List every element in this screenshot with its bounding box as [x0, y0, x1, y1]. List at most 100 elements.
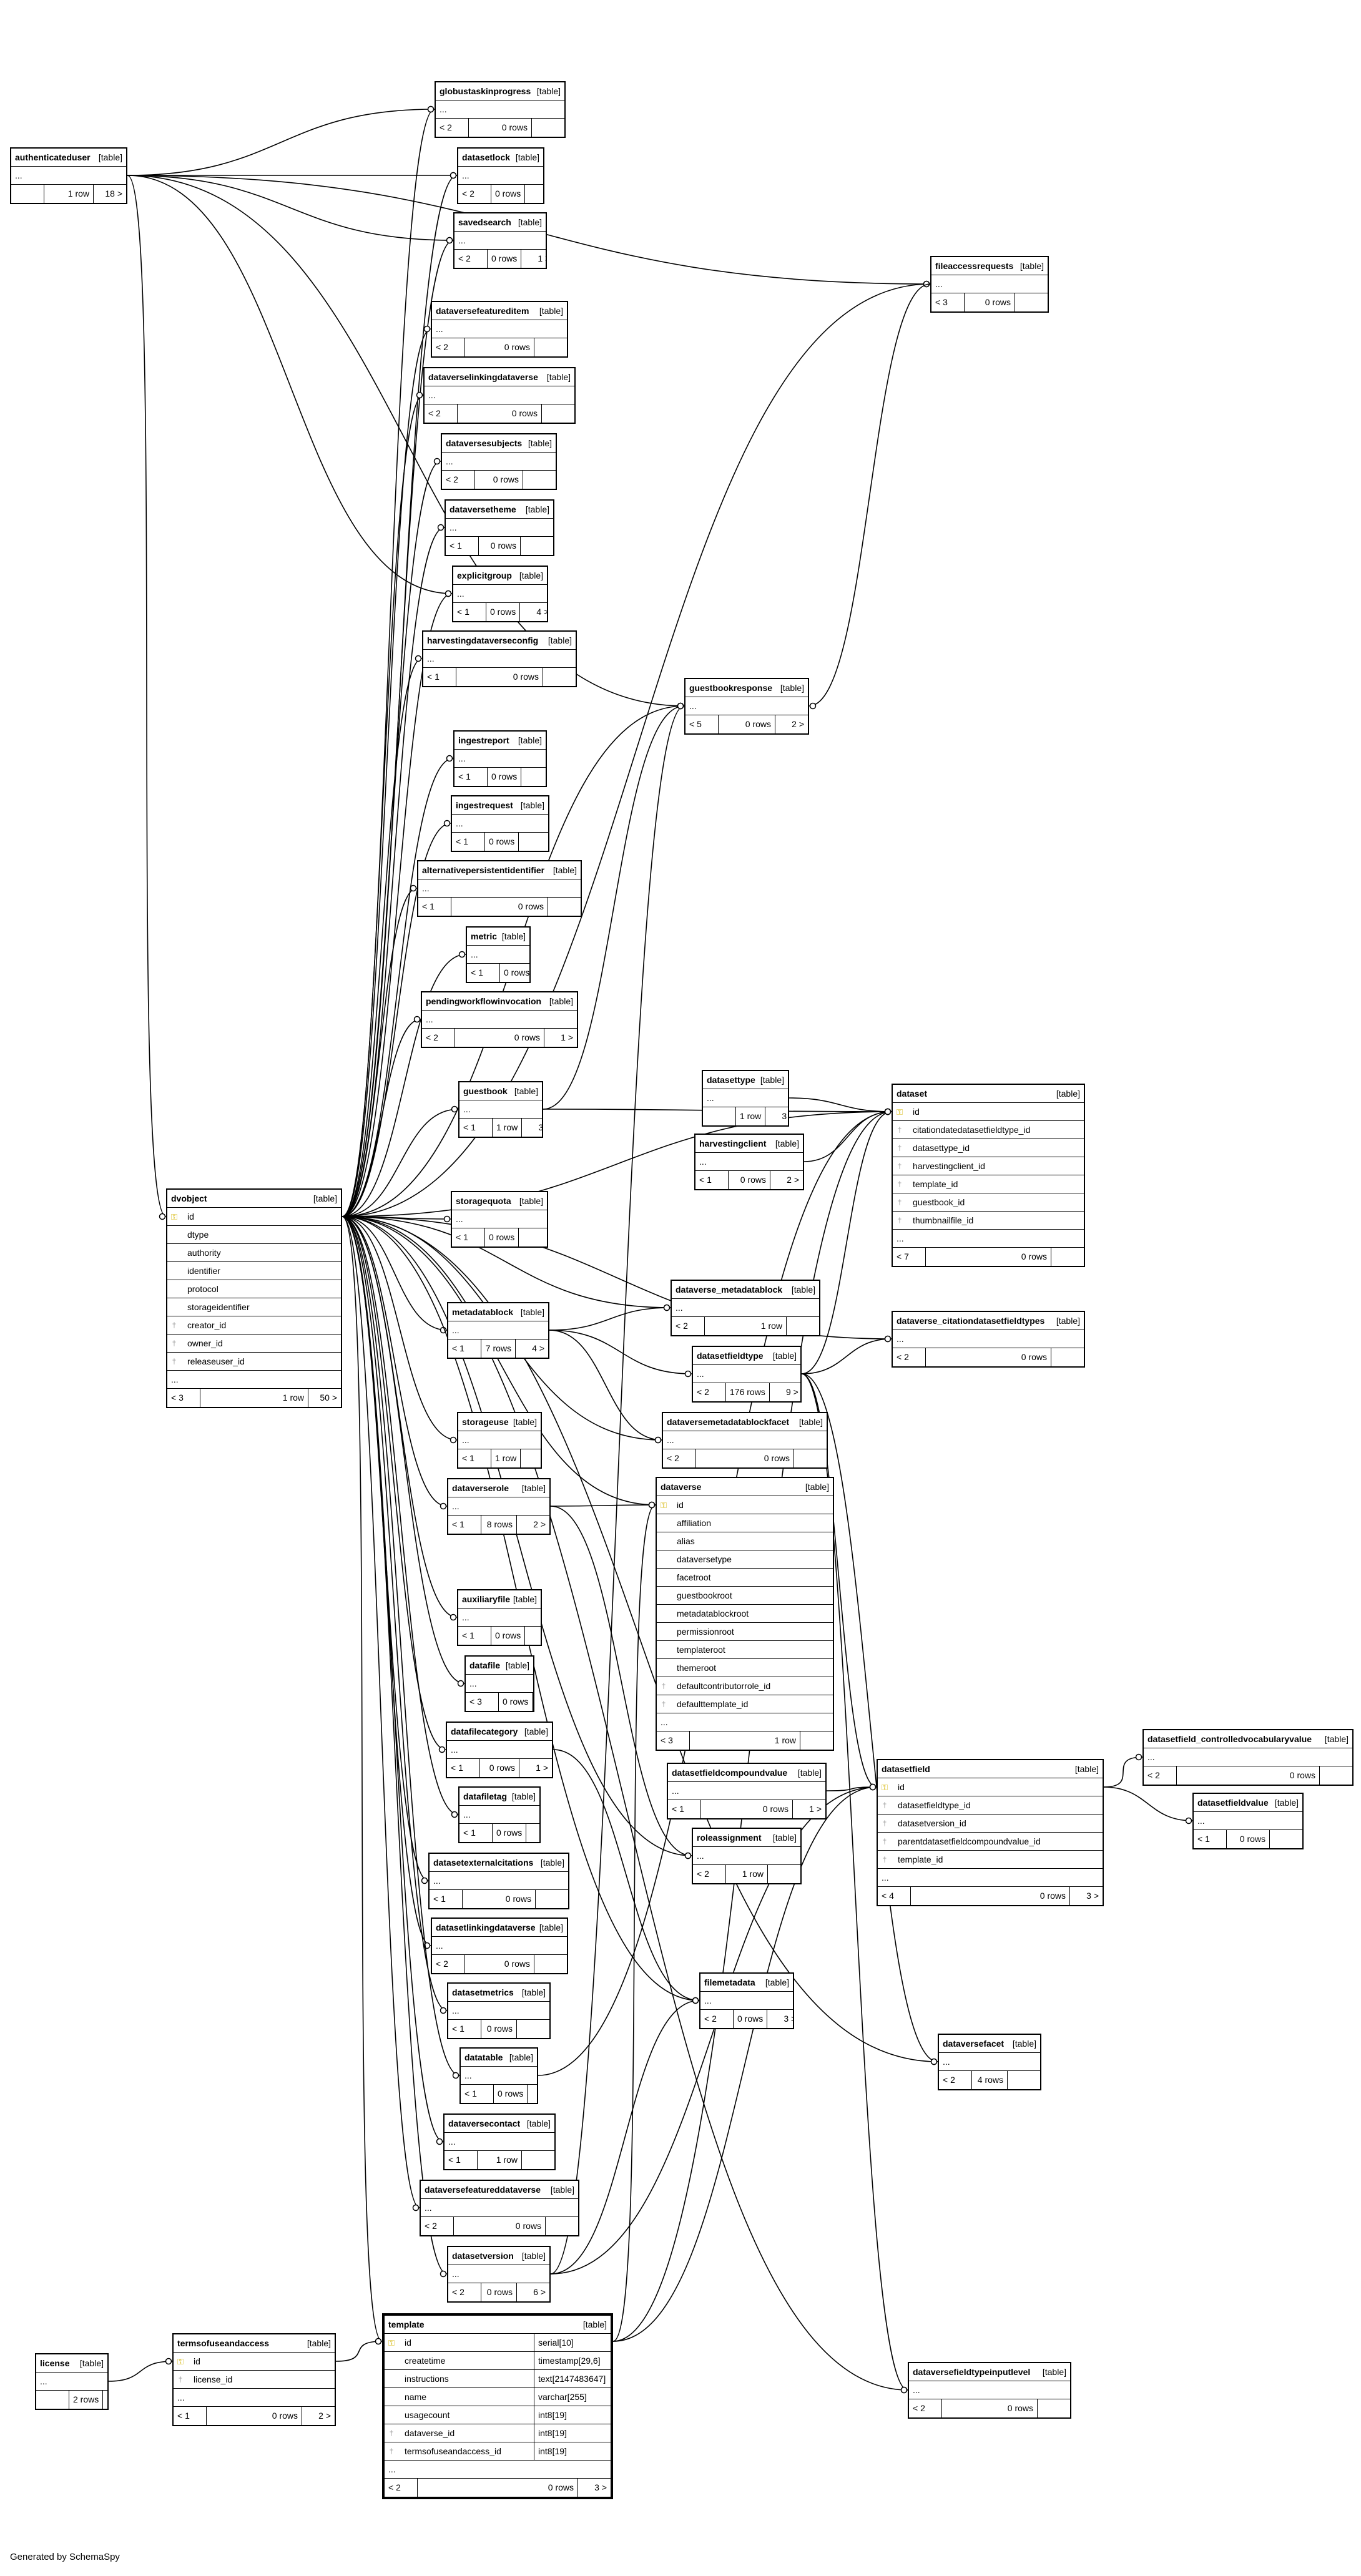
parent-count[interactable]: < 1 — [452, 2024, 464, 2034]
parent-count[interactable]: < 1 — [450, 541, 462, 551]
column-row[interactable]: protocol — [167, 1280, 341, 1298]
parent-count[interactable]: < 3 — [661, 1735, 673, 1745]
table-name[interactable]: dataverse_citationdatasetfieldtypes — [897, 1316, 1045, 1326]
table-header[interactable]: dvobject[table] — [167, 1190, 341, 1208]
child-count[interactable]: 2 > — [775, 715, 808, 733]
table-header[interactable]: termsofuseandaccess[table] — [174, 2334, 335, 2353]
table-name[interactable]: dataversefeatureditem — [436, 306, 529, 316]
column-row[interactable]: †thumbnailfile_id — [893, 1212, 1084, 1230]
parent-count[interactable]: < 1 — [427, 672, 440, 682]
child-count[interactable] — [534, 1955, 567, 1973]
table-name[interactable]: dataversefeatureddataverse — [425, 2185, 541, 2195]
table-header[interactable]: dataversefeatureditem[table] — [432, 302, 567, 320]
column-row[interactable]: †owner_id — [167, 1335, 341, 1353]
table-header[interactable]: harvestingdataverseconfig[table] — [423, 632, 576, 650]
table-name[interactable]: ingestrequest — [456, 800, 513, 810]
parent-count[interactable]: < 1 — [462, 1630, 474, 1640]
parent-count[interactable]: < 1 — [458, 771, 471, 781]
parent-count[interactable]: < 1 — [464, 2089, 477, 2099]
column-row[interactable]: ⚿id — [878, 1778, 1103, 1796]
parent-count[interactable]: < 2 — [426, 1032, 438, 1042]
table-header[interactable]: dataset[table] — [893, 1085, 1084, 1103]
child-count[interactable]: 1 > — [792, 1800, 825, 1818]
table-name[interactable]: datasetfield_controlledvocabularyvalue — [1147, 1734, 1312, 1744]
child-count[interactable] — [521, 768, 546, 786]
table-name[interactable]: datasetfield — [882, 1764, 930, 1774]
column-row[interactable]: †datasetfieldtype_id — [878, 1796, 1103, 1814]
table-header[interactable]: template[table] — [385, 2316, 611, 2334]
table-name[interactable]: license — [40, 2358, 70, 2368]
parent-count[interactable]: < 2 — [913, 2403, 925, 2413]
parent-count[interactable]: < 2 — [667, 1453, 679, 1463]
child-count[interactable]: 3 > — [577, 2479, 611, 2497]
child-count[interactable] — [520, 1449, 541, 1467]
parent-count[interactable] — [703, 1107, 735, 1125]
parent-count[interactable]: < 1 — [452, 1519, 464, 1529]
table-header[interactable]: dataversemetadatablockfacet[table] — [663, 1413, 827, 1431]
table-dataversemetadatablockfacet[interactable]: dataversemetadatablockfacet[table]...< 2… — [662, 1412, 828, 1469]
table-name[interactable]: fileaccessrequests — [935, 261, 1014, 271]
table-header[interactable]: datasetlock[table] — [458, 149, 543, 167]
table-name[interactable]: harvestingclient — [699, 1139, 767, 1148]
table-dataversefieldtypeinputlevel[interactable]: dataversefieldtypeinputlevel[table]...< … — [908, 2362, 1071, 2419]
table-alternativepersistentidentifier[interactable]: alternativepersistentidentifier[table]..… — [417, 860, 582, 917]
column-row[interactable]: †citationdatedatasetfieldtype_id — [893, 1121, 1084, 1139]
table-header[interactable]: license[table] — [36, 2354, 107, 2373]
table-header[interactable]: guestbook[table] — [459, 1082, 542, 1100]
parent-count[interactable]: < 2 — [897, 1352, 909, 1362]
table-name[interactable]: datasetversion — [452, 2251, 514, 2261]
table-header[interactable]: pendingworkflowinvocation[table] — [422, 992, 577, 1011]
child-count[interactable] — [767, 1865, 800, 1883]
parent-count[interactable]: < 2 — [462, 189, 474, 198]
table-name[interactable]: filemetadata — [704, 1977, 755, 1987]
table-datasetfield_controlledvocabularyvalue[interactable]: datasetfield_controlledvocabularyvalue[t… — [1142, 1729, 1354, 1786]
parent-count[interactable]: < 2 — [425, 2221, 437, 2231]
child-count[interactable] — [800, 1731, 833, 1750]
child-count[interactable] — [1319, 1766, 1352, 1785]
column-row[interactable]: †datasettype_id — [893, 1139, 1084, 1157]
parent-count[interactable]: < 1 — [433, 1894, 446, 1904]
child-count[interactable] — [1269, 1830, 1302, 1848]
table-name[interactable]: storageuse — [462, 1417, 509, 1427]
table-name[interactable]: guestbookresponse — [689, 683, 773, 693]
table-name[interactable]: auxiliaryfile — [462, 1594, 511, 1604]
child-count[interactable] — [543, 668, 576, 686]
parent-count[interactable]: < 1 — [457, 607, 469, 617]
column-row[interactable]: †parentdatasetfieldcompoundvalue_id — [878, 1833, 1103, 1851]
parent-count[interactable]: < 1 — [462, 1453, 474, 1463]
child-count[interactable]: 2 > — [102, 2391, 107, 2409]
table-name[interactable]: dataverselinkingdataverse — [428, 372, 538, 382]
table-dataverse_citationdatasetfieldtypes[interactable]: dataverse_citationdatasetfieldtypes[tabl… — [892, 1311, 1085, 1368]
table-name[interactable]: dataversecontact — [448, 2118, 521, 2128]
column-row[interactable]: †template_id — [878, 1851, 1103, 1869]
table-name[interactable]: dataverse — [661, 1482, 702, 1492]
table-name[interactable]: datasetlinkingdataverse — [436, 1922, 536, 1932]
column-row[interactable]: ⚿id — [174, 2353, 335, 2371]
parent-count[interactable]: < 3 — [171, 1393, 184, 1403]
child-count[interactable] — [541, 404, 574, 423]
parent-count[interactable]: < 2 — [676, 1321, 688, 1331]
table-header[interactable]: dataverserole[table] — [448, 1479, 549, 1497]
child-count[interactable] — [524, 1627, 541, 1645]
table-header[interactable]: dataversesubjects[table] — [442, 434, 556, 453]
